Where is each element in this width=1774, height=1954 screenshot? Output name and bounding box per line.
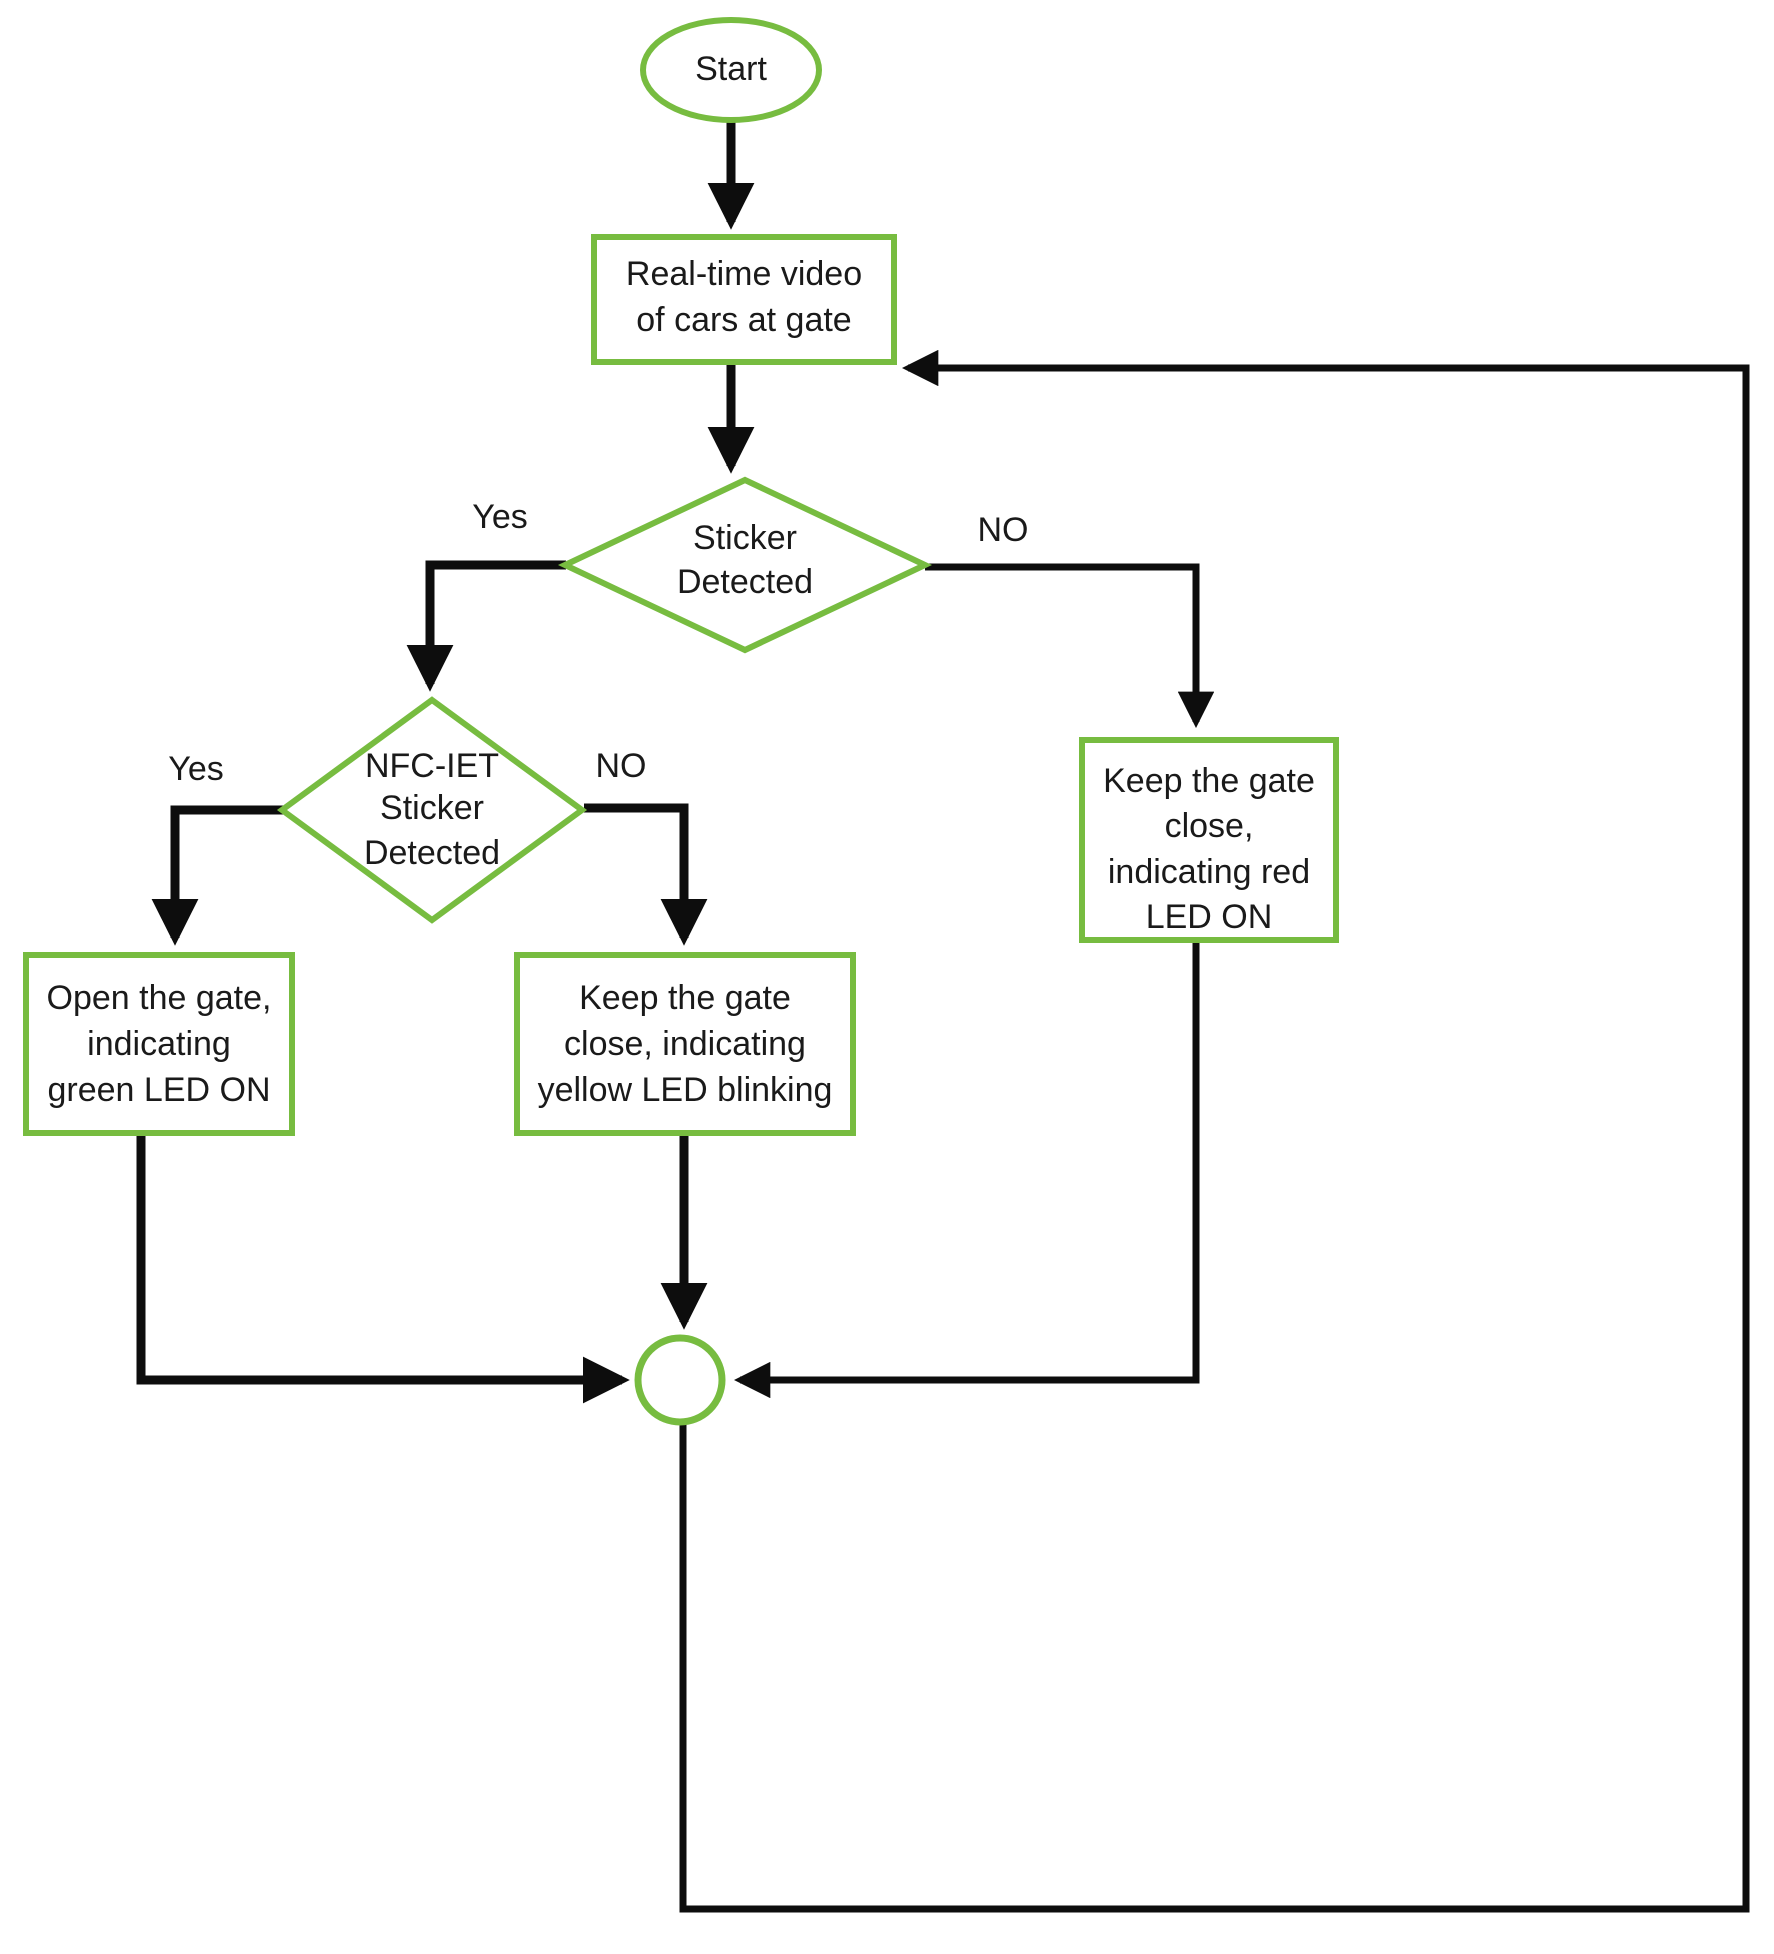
yellow-blink-line-2: close, indicating (564, 1025, 806, 1063)
node-sticker-detected[interactable]: Sticker Detected (557, 476, 933, 654)
node-red-led-on[interactable]: Keep the gate close, indicating red LED … (1079, 737, 1339, 943)
red-led-on-line-1: Keep the gate (1103, 762, 1315, 800)
junction-circle-shape (634, 1334, 726, 1426)
red-led-on-line-3: indicating red (1108, 853, 1310, 891)
edge-label-sticker-yes: Yes (472, 498, 527, 536)
node-junction-connector[interactable] (634, 1334, 726, 1426)
nfc-sticker-line-3: Detected (364, 834, 500, 872)
red-led-on-rect-shape (1079, 737, 1339, 943)
sticker-detected-diamond-shape (557, 476, 933, 654)
edge-nfc-yes-to-open (151, 805, 283, 946)
sticker-detected-line-1: Sticker (693, 519, 797, 557)
sticker-detected-line-2: Detected (677, 563, 813, 601)
nfc-sticker-line-1: NFC-IET (365, 747, 499, 785)
node-nfc-sticker-detected[interactable]: NFC-IET Sticker Detected (276, 696, 588, 924)
nfc-sticker-line-2: Sticker (380, 789, 484, 827)
edge-red-to-junction (733, 941, 1200, 1399)
open-gate-rect-shape (23, 952, 295, 1136)
edge-label-sticker-no: NO (978, 511, 1029, 549)
edge-label-nfc-yes: Yes (168, 750, 223, 788)
edge-label-nfc-no: NO (596, 747, 647, 785)
node-yellow-blink[interactable]: Keep the gate close, indicating yellow L… (514, 952, 856, 1136)
node-open-gate[interactable]: Open the gate, indicating green LED ON (23, 952, 295, 1136)
open-gate-line-2: indicating (87, 1025, 231, 1063)
edge-sticker-yes-to-nfc (406, 560, 566, 692)
edge-junction-to-video (679, 349, 1750, 1913)
edge-sticker-no-to-red (925, 563, 1215, 729)
open-gate-line-3: green LED ON (48, 1071, 271, 1109)
node-realtime-video[interactable]: Real-time video of cars at gate (591, 234, 897, 365)
edge-open-to-junction (136, 1134, 630, 1404)
realtime-video-line-1: Real-time video (626, 255, 862, 293)
node-start[interactable]: Start (640, 17, 822, 123)
start-label: Start (695, 50, 767, 88)
nfc-sticker-detected-diamond-shape (276, 696, 588, 924)
realtime-video-line-2: of cars at gate (636, 301, 851, 339)
open-gate-line-1: Open the gate, (47, 979, 272, 1017)
yellow-blink-rect-shape (514, 952, 856, 1136)
edge-nfc-no-to-yellow (584, 803, 708, 946)
red-led-on-line-2: close, (1165, 807, 1254, 845)
realtime-video-rect-shape (591, 234, 897, 365)
yellow-blink-line-1: Keep the gate (579, 979, 791, 1017)
yellow-blink-line-3: yellow LED blinking (538, 1071, 833, 1109)
red-led-on-line-4: LED ON (1146, 898, 1273, 936)
start-ellipse-shape (640, 17, 822, 123)
